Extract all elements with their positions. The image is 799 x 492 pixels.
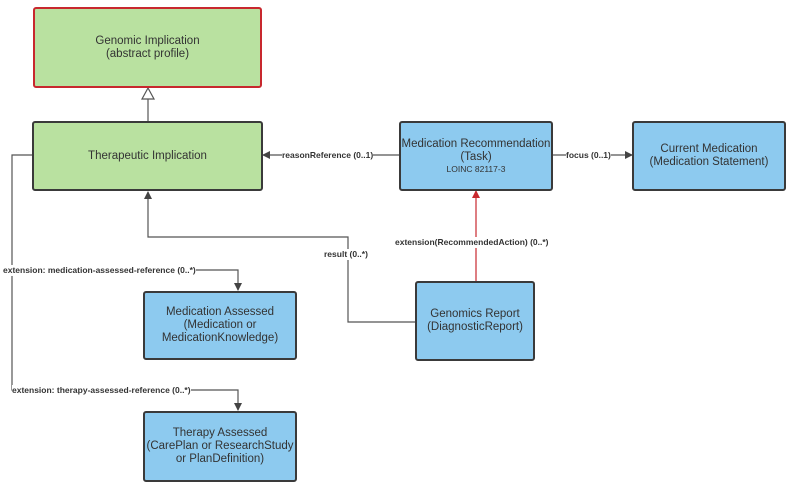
- result-label: result (0..*): [324, 249, 368, 260]
- therapy-assessed-node[interactable]: Therapy Assessed (CarePlan or ResearchSt…: [143, 411, 297, 482]
- genomics-report-title: Genomics Report: [430, 308, 520, 320]
- genomics-report-node[interactable]: Genomics Report (DiagnosticReport): [415, 281, 535, 361]
- medication-assessed-node[interactable]: Medication Assessed (Medication or Medic…: [143, 291, 297, 360]
- therapeutic-implication-node[interactable]: Therapeutic Implication: [32, 121, 263, 191]
- medication-recommendation-code: LOINC 82117-3: [446, 163, 506, 174]
- medication-recommendation-node[interactable]: Medication Recommendation (Task) LOINC 8…: [399, 121, 553, 191]
- genomics-report-subtitle: (DiagnosticReport): [427, 321, 523, 333]
- genomic-implication-title: Genomic Implication: [95, 34, 200, 47]
- current-medication-title: Current Medication: [660, 143, 758, 155]
- medication-assessed-title: Medication Assessed: [165, 306, 275, 318]
- therapeutic-implication-title: Therapeutic Implication: [88, 149, 207, 162]
- therapy-assessed-subtitle: (CarePlan or ResearchStudy: [146, 440, 294, 452]
- current-medication-subtitle: (Medication Statement): [649, 156, 769, 168]
- medication-assessed-reference-label: extension: medication-assessed-reference…: [3, 265, 196, 276]
- medication-assessed-subtitle: (Medication or: [183, 319, 257, 331]
- result-edge: [144, 191, 415, 323]
- therapy-assessed-title: Therapy Assessed: [172, 427, 268, 439]
- genomic-implication-node[interactable]: Genomic Implication (abstract profile): [33, 7, 262, 88]
- therapy-assessed-subtitle-2: or PlanDefinition): [175, 453, 265, 465]
- focus-label: focus (0..1): [566, 150, 611, 161]
- genomic-implication-subtitle: (abstract profile): [105, 47, 190, 60]
- current-medication-node[interactable]: Current Medication (Medication Statement…: [632, 121, 786, 191]
- therapy-assessed-reference-label: extension: therapy-assessed-reference (0…: [12, 385, 191, 396]
- medication-assessed-subtitle-2: MedicationKnowledge): [161, 332, 279, 344]
- inheritance-edge: [140, 86, 156, 121]
- reason-reference-label: reasonReference (0..1): [282, 150, 374, 161]
- recommended-action-label: extension(RecommendedAction) (0..*): [395, 237, 549, 248]
- medication-recommendation-subtitle: (Task): [460, 150, 492, 163]
- medication-recommendation-title: Medication Recommendation: [401, 137, 551, 150]
